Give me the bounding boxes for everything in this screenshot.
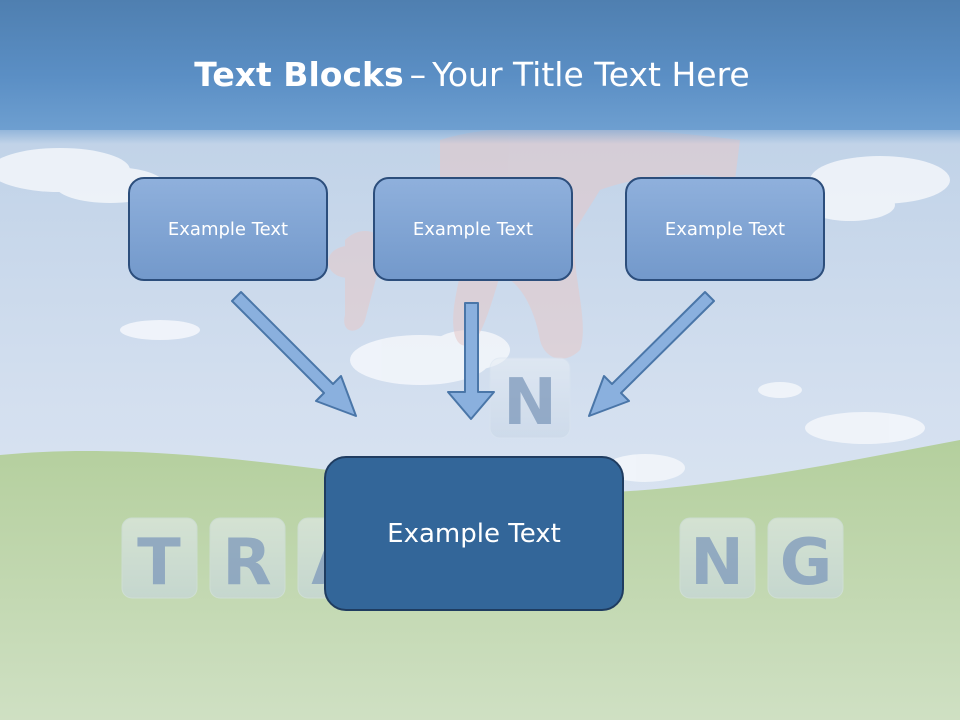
tile-letter: N [690,526,744,600]
title-bar [0,0,960,144]
text-block-center[interactable]: Example Text [373,177,573,281]
text-block-label: Example Text [664,218,786,240]
tile-letter: T [137,526,181,600]
arrow-right [588,291,715,417]
text-block-label: Example Text [167,218,289,240]
tile-letter: N [503,366,557,440]
title-bold-part: Text Blocks [194,55,404,94]
arrow-left [231,291,357,417]
text-block-label: Example Text [412,218,534,240]
slide-title[interactable]: Text Blocks–Your Title Text Here [0,52,944,98]
clouds [0,148,950,482]
text-block-right[interactable]: Example Text [625,177,825,281]
main-text-block-label: Example Text [387,518,561,549]
text-block-left[interactable]: Example Text [128,177,328,281]
title-separator: – [409,55,427,94]
arrow-center [447,302,495,420]
title-rest: Your Title Text Here [432,55,750,94]
tile-letter: G [780,526,833,600]
main-text-block[interactable]: Example Text [324,456,624,611]
tile-letter: R [222,526,271,600]
